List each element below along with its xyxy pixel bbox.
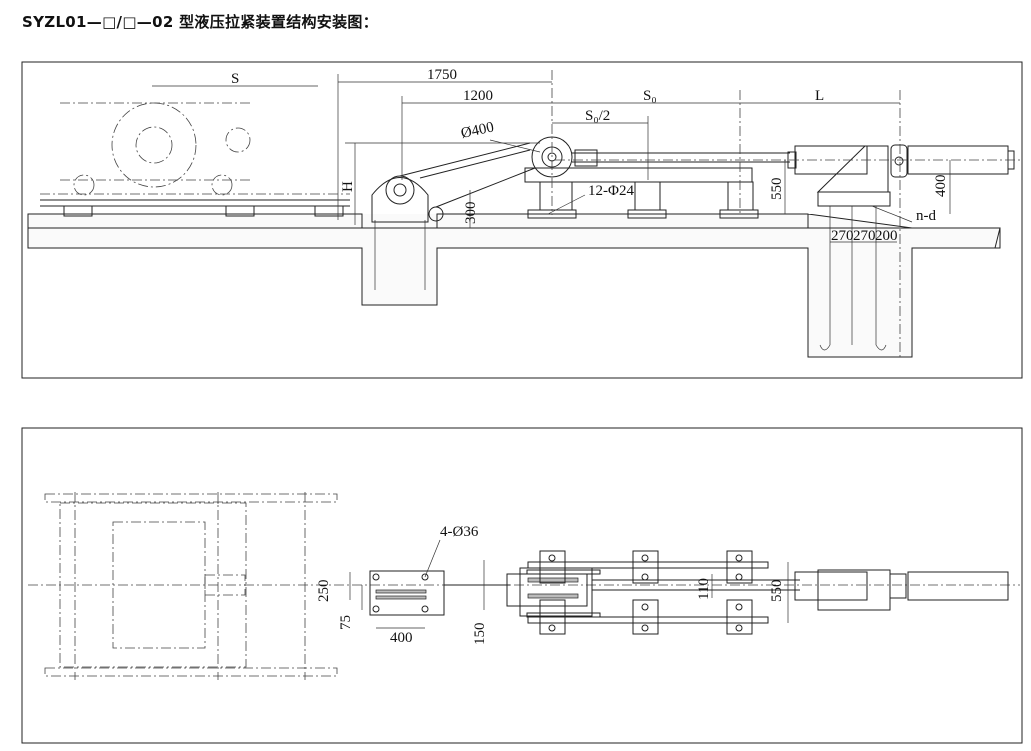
dim-150: 150 [472, 623, 488, 646]
dim-270-b: 270 [853, 228, 876, 244]
cylinder-bracket [816, 145, 889, 193]
cylinder-plan [794, 571, 868, 601]
dim-S0: S₀ [643, 88, 657, 104]
anchor-pads [539, 550, 753, 635]
dim-n-d: n-d [916, 208, 936, 224]
dim-1750: 1750 [427, 67, 457, 83]
dim-S0-half: S₀/2 [585, 108, 610, 124]
tail-pulley-outline [111, 102, 197, 188]
dim-300: 300 [463, 202, 479, 225]
plan-frame [21, 427, 1023, 744]
dim-270-a: 270 [831, 228, 854, 244]
dim-L: L [815, 88, 824, 104]
dim-dia400: Ø400 [460, 119, 496, 142]
dim-250: 250 [316, 580, 332, 603]
trolley-plan [519, 567, 593, 617]
dim-bolts-12-d24: 12-Φ24 [588, 183, 634, 199]
plan-view: 4-Ø36 250 75 400 150 110 550 [21, 427, 1023, 744]
dim-110: 110 [696, 578, 712, 600]
elevation-frame [21, 61, 1023, 379]
trolley-frame [524, 167, 753, 183]
elevation-view: S 1750 1200 S₀ S₀/2 L Ø400 H 550 400 12-… [21, 61, 1023, 379]
dim-S: S [231, 71, 239, 87]
drawing-title: SYZL01—□/□—02 型液压拉紧装置结构安装图： [22, 13, 378, 31]
dim-400: 400 [933, 175, 949, 198]
dim-550-plan: 550 [769, 580, 785, 603]
dim-holes-4-d36: 4-Ø36 [440, 524, 479, 540]
dim-200: 200 [875, 228, 898, 244]
dim-75: 75 [338, 615, 354, 630]
pulley-base-plate [369, 570, 445, 616]
dim-550: 550 [769, 178, 785, 201]
dim-1200: 1200 [463, 88, 493, 104]
dim-400-plan: 400 [390, 630, 413, 646]
dim-H: H [340, 181, 356, 192]
pulley-bearing-block [371, 177, 429, 223]
